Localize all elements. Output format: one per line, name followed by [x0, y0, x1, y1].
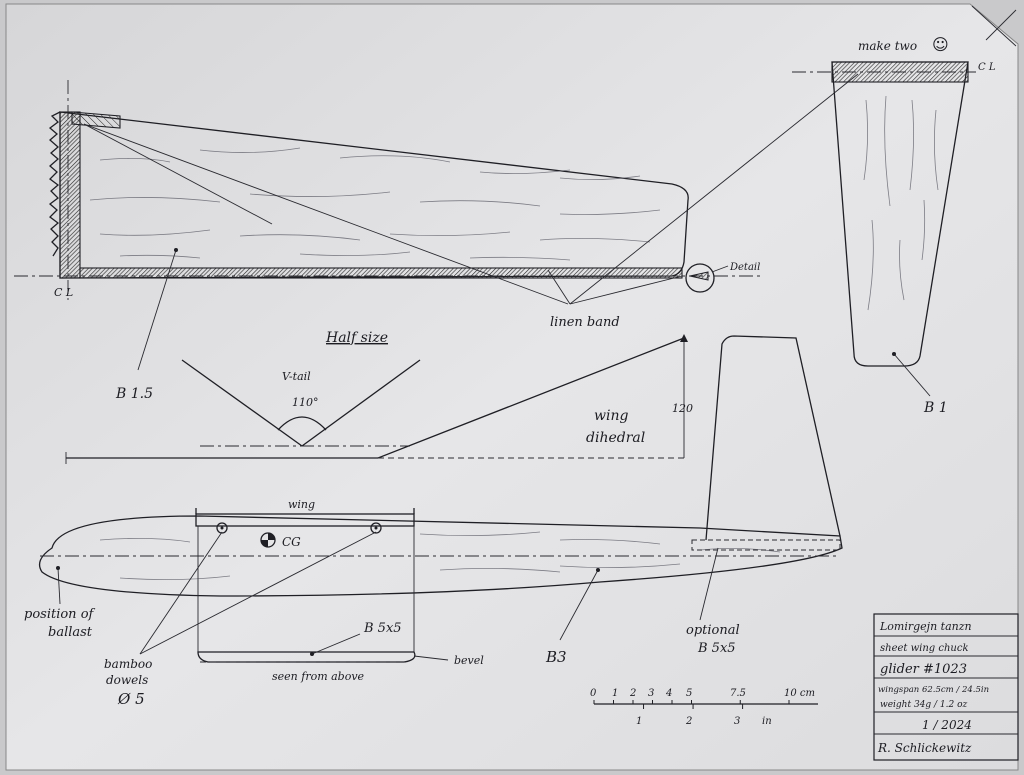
label-centerline-left: C L — [54, 286, 73, 299]
scale-bar — [593, 700, 818, 709]
wing-saddle — [195, 513, 415, 527]
fin-outline — [705, 335, 841, 541]
scale-cm-0: 0 — [590, 688, 597, 699]
label-wing: wing — [288, 498, 315, 511]
linen-band-hatch — [79, 267, 683, 279]
label-bamboo-2: dowels — [106, 673, 148, 687]
label-optional-2: B 5x5 — [697, 641, 736, 656]
title-block-subtitle: sheet wing chuck — [880, 643, 969, 654]
label-angle: 110° — [292, 396, 319, 409]
scale-cm-10: 10 cm — [784, 688, 815, 699]
title-block-model: glider #1023 — [880, 662, 967, 677]
label-wing-dihedral-2: dihedral — [586, 430, 645, 446]
title-block-signature: R. Schlickewitz — [877, 741, 972, 755]
label-b15: B 1.5 — [115, 386, 153, 402]
label-centerline-top: C L — [978, 62, 996, 73]
label-wing-dihedral-1: wing — [594, 408, 628, 424]
fuselage-side-view — [38, 335, 843, 663]
root-rib-hatch — [59, 111, 81, 279]
label-dim-120: 120 — [672, 402, 693, 415]
fuselage-outline — [38, 515, 843, 597]
smiley-icon: ☺ — [932, 35, 949, 54]
title-block-title: Lomirgejn tanzn — [879, 620, 972, 633]
title-block-weight: weight 34g / 1.2 oz — [880, 700, 968, 710]
label-cg: CG — [282, 535, 301, 549]
scale-in-2: 2 — [685, 716, 692, 727]
title-block-date: 1 / 2024 — [922, 718, 972, 732]
label-bamboo-1: bamboo — [104, 657, 152, 671]
label-v-tail: V-tail — [282, 370, 311, 383]
wing-plan-view — [14, 80, 760, 305]
wing-dihedral-diagram — [65, 334, 688, 464]
label-make-two: make two — [858, 39, 917, 53]
label-half-size: Half size — [325, 330, 388, 346]
scale-in-3: 3 — [734, 716, 740, 727]
scale-in-unit: in — [762, 716, 772, 727]
dowel-rear — [370, 522, 382, 534]
dowel-front — [216, 522, 228, 534]
label-b3: B3 — [545, 648, 567, 666]
label-detail: Detail — [729, 262, 760, 273]
scale-cm-5: 5 — [686, 688, 692, 699]
label-linen-band: linen band — [550, 315, 620, 330]
label-seen-from-above: seen from above — [272, 670, 365, 683]
label-optional-1: optional — [686, 623, 740, 638]
linen-band-leaders — [547, 73, 859, 305]
scale-cm-3: 3 — [648, 688, 654, 699]
scale-cm-4: 4 — [665, 688, 672, 699]
detail-circle — [685, 263, 715, 293]
paper-sheet — [5, 3, 1019, 771]
title-block-wingspan: wingspan 62.5cm / 24.5in — [878, 685, 989, 695]
label-b1: B 1 — [923, 400, 948, 416]
label-b5x5: B 5x5 — [363, 621, 402, 636]
scale-cm-2: 2 — [629, 688, 636, 699]
label-bevel: bevel — [454, 654, 484, 667]
label-ballast-2: ballast — [48, 625, 93, 640]
label-ballast-1: position of — [24, 607, 96, 622]
cg-icon — [260, 532, 276, 548]
title-block — [873, 613, 1019, 761]
scale-cm-75: 7.5 — [730, 688, 746, 699]
dog-ear-corner — [971, 5, 1017, 47]
label-bamboo-3: Ø 5 — [117, 690, 145, 708]
scale-cm-1: 1 — [612, 688, 618, 699]
scale-in-1: 1 — [636, 716, 642, 727]
v-tail-diagram — [181, 359, 421, 447]
